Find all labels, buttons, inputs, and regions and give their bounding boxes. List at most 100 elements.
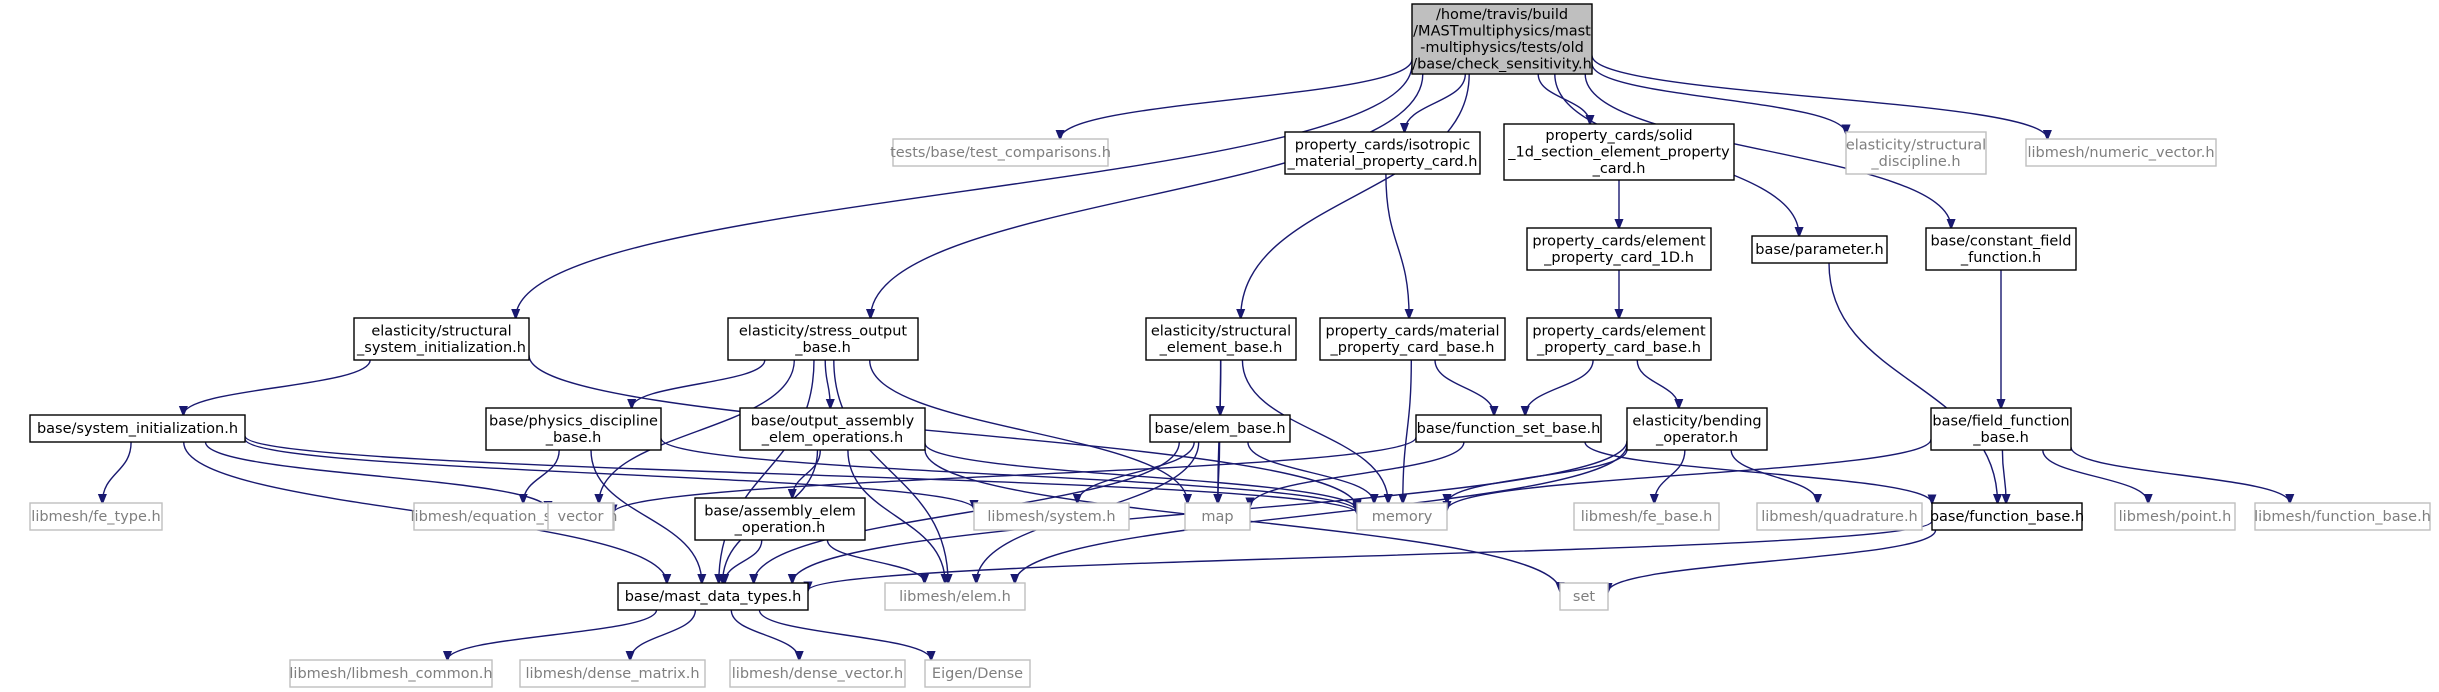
graph-node-stress-output-base[interactable]: elasticity/stress_output_base.h <box>727 317 919 361</box>
graph-node-element-card-base[interactable]: property_cards/element_property_card_bas… <box>1526 317 1712 361</box>
node-label-line: libmesh/quadrature.h <box>1761 509 1918 525</box>
graph-node-structural-system-init[interactable]: elasticity/structural_system_initializat… <box>353 317 530 361</box>
edge-bending-operator-to-elem <box>1015 444 1628 583</box>
node-box <box>1626 407 1768 451</box>
edge-mast-data-types-to-libmesh-common <box>448 609 658 660</box>
node-label-line: memory <box>1372 509 1433 525</box>
node-box <box>1573 502 1720 531</box>
graph-node-map: map <box>1184 502 1251 531</box>
graph-node-function-base[interactable]: base/function_base.h <box>1930 502 2084 531</box>
node-label-line: _system_initialization.h <box>356 340 526 356</box>
node-box <box>1925 227 2077 271</box>
edge-function-set-base-to-map <box>1250 441 1465 507</box>
graph-node-material-card-base[interactable]: property_cards/material_property_card_ba… <box>1319 317 1506 361</box>
graph-node-field-function-base[interactable]: base/field_function_base.h <box>1930 407 2072 451</box>
edge-root-to-stress-output-base <box>871 73 1424 318</box>
node-label-line: property_cards/element <box>1532 233 1706 249</box>
edge-stress-output-base-to-vector <box>599 359 795 503</box>
graph-node-parameter[interactable]: base/parameter.h <box>1751 235 1888 264</box>
node-box <box>1411 3 1593 75</box>
node-label-line: Eigen/Dense <box>932 666 1023 682</box>
node-label-line: elasticity/structural <box>1846 137 1986 153</box>
node-box <box>694 497 866 541</box>
graph-node-fe-type: libmesh/fe_type.h <box>29 502 163 531</box>
edge-elem-base-to-system <box>1077 441 1195 503</box>
node-box <box>519 659 706 688</box>
node-label-line: /MASTmultiphysics/mast <box>1413 23 1591 39</box>
edge-parameter-to-function-base <box>1828 262 1998 503</box>
graph-node-eigen-dense: Eigen/Dense <box>924 659 1031 688</box>
graph-node-assembly-elem-operation[interactable]: base/assembly_elem_operation.h <box>694 497 866 541</box>
node-box <box>884 582 1026 611</box>
node-box <box>1526 227 1712 271</box>
node-label-line: _operation.h <box>734 520 826 536</box>
node-box <box>727 317 919 361</box>
graph-node-function-set-base[interactable]: base/function_set_base.h <box>1415 414 1602 443</box>
node-box <box>1503 123 1735 181</box>
edge-output-assembly-to-memory <box>924 442 1357 509</box>
graph-node-libmesh-common: libmesh/libmesh_common.h <box>289 659 493 688</box>
graph-node-system-init[interactable]: base/system_initialization.h <box>29 414 246 443</box>
edge-element-card-base-to-function-set-base <box>1525 359 1594 415</box>
node-box <box>1526 317 1712 361</box>
edge-system-init-to-vector <box>204 441 549 510</box>
node-box <box>485 407 662 451</box>
graph-node-quadrature: libmesh/quadrature.h <box>1756 502 1923 531</box>
graph-node-elem: libmesh/elem.h <box>884 582 1026 611</box>
graph-node-mast-data-types[interactable]: base/mast_data_types.h <box>617 582 809 611</box>
graph-node-constant-field-function[interactable]: base/constant_field_function.h <box>1925 227 2077 271</box>
node-box <box>547 502 614 531</box>
graph-node-output-assembly[interactable]: base/output_assembly_elem_operations.h <box>739 407 926 451</box>
graph-node-physics-discipline-base[interactable]: base/physics_discipline_base.h <box>485 407 662 451</box>
edge-field-function-base-to-libmesh-function-base <box>2070 446 2290 503</box>
node-label-line: base/physics_discipline <box>489 413 658 429</box>
graph-node-solid-1d-card[interactable]: property_cards/solid_1d_section_element_… <box>1503 123 1735 181</box>
node-label-line: _elem_operations.h <box>761 430 903 446</box>
node-box <box>973 502 1130 531</box>
graph-node-bending-operator[interactable]: elasticity/bending_operator.h <box>1626 407 1768 451</box>
edge-field-function-base-to-memory <box>1447 438 1932 510</box>
node-label-line: _base.h <box>1972 430 2029 446</box>
node-label-line: libmesh/fe_type.h <box>31 509 160 525</box>
node-label-line: libmesh/function_base.h <box>2254 509 2431 525</box>
graph-node-test-comparisons: tests/base/test_comparisons.h <box>890 138 1111 167</box>
edge-structural-system-init-to-memory <box>528 355 1357 508</box>
node-label-line: libmesh/point.h <box>2119 509 2232 525</box>
edge-assembly-elem-operation-to-mast-data-types <box>725 539 763 583</box>
node-box <box>1751 235 1888 264</box>
node-box <box>892 138 1109 167</box>
node-box <box>1559 582 1609 611</box>
graph-node-element-card-1d[interactable]: property_cards/element_property_card_1D.… <box>1526 227 1712 271</box>
node-label-line: _property_card_base.h <box>1330 340 1495 356</box>
node-label-line: libmesh/dense_matrix.h <box>525 666 699 682</box>
graph-node-elem-base[interactable]: base/elem_base.h <box>1149 414 1291 443</box>
edge-root-to-numeric-vector <box>1591 55 2047 140</box>
graph-node-isotropic-card[interactable]: property_cards/isotropic_material_proper… <box>1284 131 1481 175</box>
node-box <box>617 582 809 611</box>
graph-node-system: libmesh/system.h <box>973 502 1130 531</box>
node-box <box>29 414 246 443</box>
edge-bending-operator-to-quadrature <box>1730 449 1817 503</box>
node-label-line: base/parameter.h <box>1755 242 1883 258</box>
edge-function-set-base-to-vector <box>613 436 1417 513</box>
node-label-line: _base.h <box>794 340 851 356</box>
edge-stress-output-base-to-elem <box>833 359 948 583</box>
edge-field-function-base-to-point <box>2042 449 2148 503</box>
edge-material-card-base-to-function-set-base <box>1434 359 1494 415</box>
node-box <box>1930 407 2072 451</box>
node-label-line: vector <box>558 509 604 525</box>
graph-node-structural-element-base[interactable]: elasticity/structural_element_base.h <box>1145 317 1297 361</box>
node-label-line: _base.h <box>545 430 602 446</box>
node-label-line: _function.h <box>1960 250 2041 266</box>
node-label-line: elasticity/stress_output <box>739 323 908 339</box>
node-label-line: base/output_assembly <box>751 413 915 429</box>
edge-root-to-structural-system-init <box>516 64 1413 319</box>
node-label-line: _property_card_1D.h <box>1543 250 1694 266</box>
node-layer: /home/travis/build/MASTmultiphysics/mast… <box>29 3 2431 688</box>
graph-node-root[interactable]: /home/travis/build/MASTmultiphysics/mast… <box>1411 3 1593 75</box>
node-box <box>739 407 926 451</box>
node-label-line: _material_property_card.h <box>1287 154 1478 170</box>
node-label-line: tests/base/test_comparisons.h <box>890 145 1111 161</box>
node-label-line: _property_card_base.h <box>1536 340 1701 356</box>
edge-mast-data-types-to-dense-matrix <box>630 609 697 660</box>
